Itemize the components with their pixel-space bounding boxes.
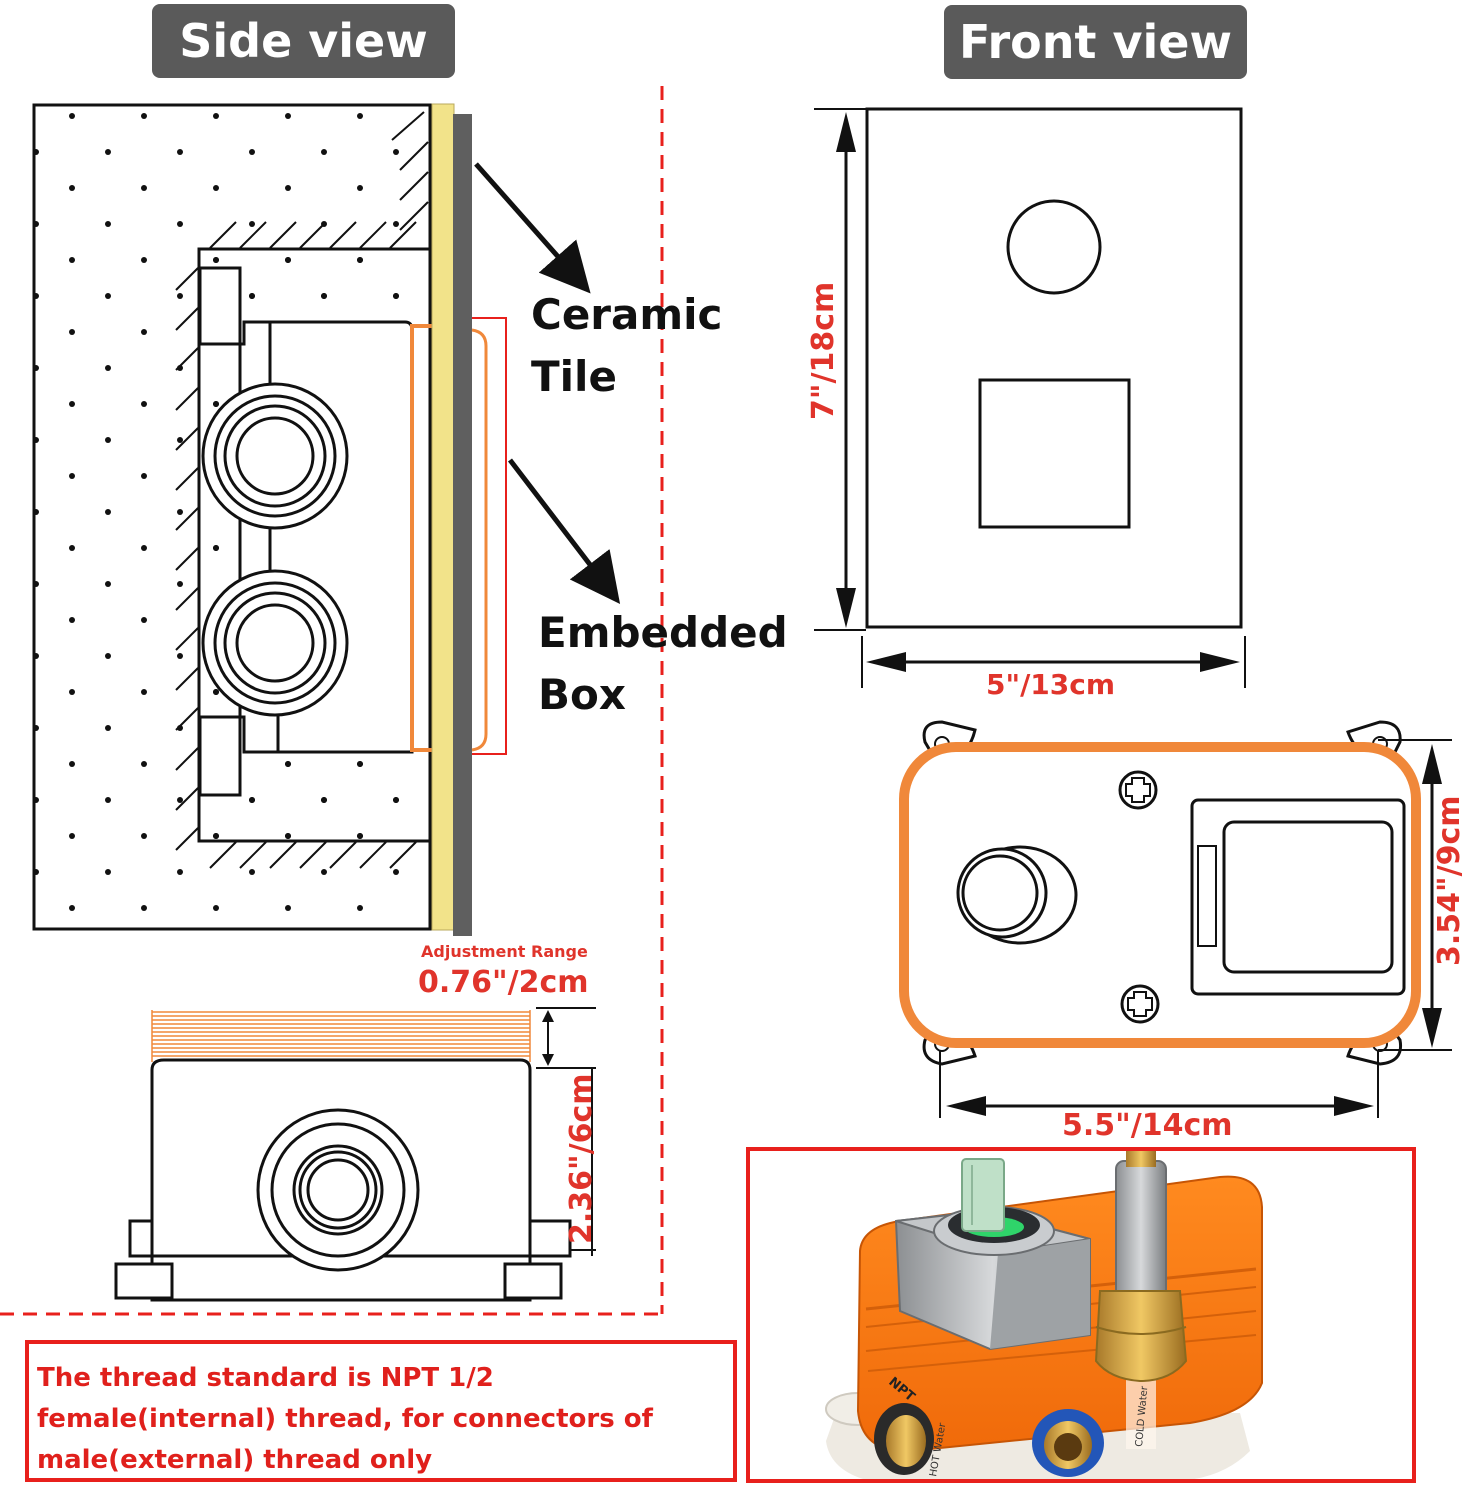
product-illustration: COLD Water HOT Water NPT [825, 1151, 1263, 1479]
product-photo: COLD Water HOT Water NPT [746, 1147, 1416, 1483]
cover-plate [865, 107, 1243, 629]
square-button [978, 378, 1131, 529]
ceramic-tile [453, 114, 472, 936]
adjustment-range-label: Adjustment Range [421, 942, 588, 961]
front-plate-drawing [814, 107, 1246, 688]
lower-port [201, 569, 349, 717]
photo-label-cold: COLD Water [1134, 1385, 1150, 1447]
upper-port [201, 382, 349, 530]
embedded-box-label-line1: Embedded [538, 608, 788, 657]
box-width-dimension: 5.5"/14cm [1062, 1108, 1233, 1143]
thread-note-box: The thread standard is NPT 1/2 female(in… [25, 1340, 737, 1482]
ceramic-tile-label-line1: Ceramic [531, 290, 723, 339]
embedded-box-label: Embedded Box [538, 602, 788, 726]
front-view-title: Front view [944, 5, 1247, 79]
hatching [175, 111, 429, 869]
box-depth-dimension: 2.36"/6cm [564, 1073, 599, 1244]
box-side-drawing [114, 1007, 596, 1302]
box-height-dimension: 3.54"/9cm [1432, 795, 1462, 966]
side-view-drawing [32, 103, 621, 936]
adjustment-range-value: 0.76"/2cm [418, 965, 589, 1000]
screws [1118, 770, 1160, 1024]
plate-width-dimension: 5"/13cm [986, 668, 1116, 701]
plate-height-dimension: 7"/18cm [806, 281, 841, 420]
box-profile [410, 324, 432, 752]
tile-adhesive [431, 103, 455, 931]
ceramic-tile-label-line2: Tile [531, 352, 617, 401]
ceramic-tile-label: Ceramic Tile [531, 284, 722, 408]
embedded-box-label-line2: Box [538, 670, 626, 719]
thread-note-text: The thread standard is NPT 1/2 female(in… [37, 1363, 653, 1475]
side-view-title: Side view [152, 4, 455, 78]
front-box-drawing [899, 720, 1452, 1118]
round-knob [1006, 199, 1102, 295]
